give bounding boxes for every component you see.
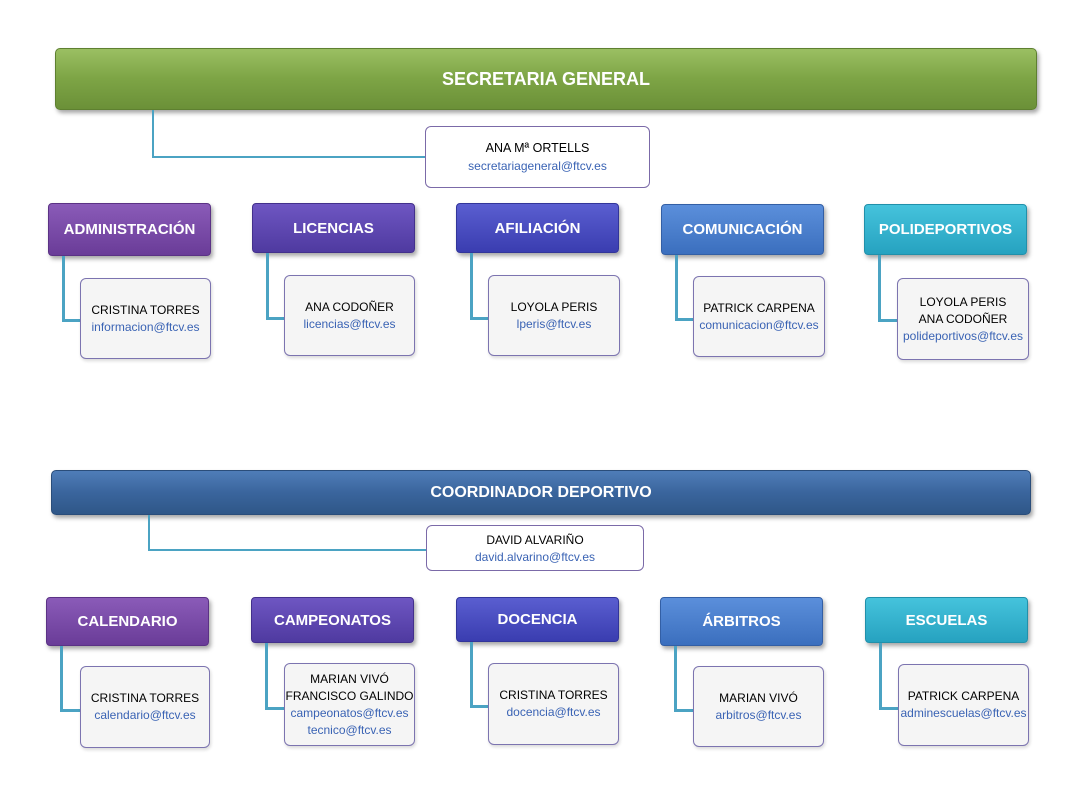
- person-name: MARIAN VIVÓ: [310, 671, 389, 686]
- person-card-escuelas: PATRICK CARPENA adminescuelas@ftcv.es: [898, 664, 1029, 746]
- connector: [470, 253, 493, 320]
- dept-comunicacion: COMUNICACIÓN: [661, 204, 824, 255]
- connector: [674, 646, 698, 712]
- secretaria-head-card: ANA Mª ORTELLS secretariageneral@ftcv.es: [425, 126, 650, 188]
- head-name: ANA Mª ORTELLS: [485, 141, 590, 155]
- coordinador-deportivo-banner: COORDINADOR DEPORTIVO: [51, 470, 1031, 515]
- person-email[interactable]: lperis@ftcv.es: [516, 316, 592, 331]
- dept-polideportivos: POLIDEPORTIVOS: [864, 204, 1027, 255]
- person-name: PATRICK CARPENA: [907, 689, 1020, 703]
- connector: [879, 643, 903, 710]
- dept-label: AFILIACIÓN: [494, 219, 581, 237]
- coordinador-deportivo-title: COORDINADOR DEPORTIVO: [430, 483, 652, 501]
- person-name: PATRICK CARPENA: [703, 300, 815, 315]
- head-name: DAVID ALVARIÑO: [486, 532, 584, 547]
- connector: [266, 253, 289, 320]
- person-email[interactable]: comunicacion@ftcv.es: [699, 317, 819, 332]
- person-name: CRISTINA TORRES: [90, 691, 200, 705]
- secretaria-general-title: SECRETARIA GENERAL: [441, 68, 650, 89]
- dept-arbitros: ÁRBITROS: [660, 597, 823, 646]
- dept-label: ÁRBITROS: [702, 613, 781, 630]
- head-email[interactable]: david.alvarino@ftcv.es: [474, 549, 595, 564]
- dept-label: CALENDARIO: [77, 613, 178, 630]
- dept-label: ADMINISTRACIÓN: [63, 221, 196, 238]
- dept-administracion: ADMINISTRACIÓN: [48, 203, 211, 256]
- connector: [265, 643, 290, 710]
- dept-label: COMUNICACIÓN: [682, 221, 803, 238]
- coordinador-head-card: DAVID ALVARIÑO david.alvarino@ftcv.es: [426, 525, 644, 571]
- person-email[interactable]: adminescuelas@ftcv.es: [900, 706, 1027, 720]
- person-email[interactable]: polideportivos@ftcv.es: [902, 328, 1023, 343]
- secretaria-general-banner: SECRETARIA GENERAL: [55, 48, 1037, 110]
- connector: [470, 642, 493, 708]
- person-name: MARIAN VIVÓ: [719, 690, 798, 705]
- person-email[interactable]: arbitros@ftcv.es: [715, 707, 802, 722]
- person-name: CRISTINA TORRES: [91, 302, 200, 317]
- dept-label: POLIDEPORTIVOS: [878, 221, 1013, 238]
- head-email[interactable]: secretariageneral@ftcv.es: [468, 159, 607, 173]
- dept-label: LICENCIAS: [293, 219, 374, 237]
- person-card-licencias: ANA CODOÑER licencias@ftcv.es: [284, 275, 415, 356]
- dept-label: DOCENCIA: [497, 611, 578, 628]
- person-name: LOYOLA PERIS: [919, 294, 1007, 309]
- person-card-polideportivos: LOYOLA PERIS ANA CODOÑER polideportivos@…: [897, 278, 1029, 360]
- person-card-docencia: CRISTINA TORRES docencia@ftcv.es: [488, 663, 619, 745]
- person-name: FRANCISCO GALINDO: [285, 688, 414, 703]
- connector: [675, 255, 698, 321]
- connector: [878, 255, 901, 322]
- person-card-campeonatos: MARIAN VIVÓ FRANCISCO GALINDO campeonato…: [284, 663, 415, 746]
- dept-afiliacion: AFILIACIÓN: [456, 203, 619, 253]
- dept-docencia: DOCENCIA: [456, 597, 619, 642]
- person-name: CRISTINA TORRES: [499, 688, 608, 702]
- connector: [62, 256, 85, 322]
- dept-label: ESCUELAS: [905, 611, 988, 629]
- person-card-calendario: CRISTINA TORRES calendario@ftcv.es: [80, 666, 210, 748]
- person-card-comunicacion: PATRICK CARPENA comunicacion@ftcv.es: [693, 276, 825, 357]
- person-email[interactable]: tecnico@ftcv.es: [307, 722, 392, 737]
- person-card-arbitros: MARIAN VIVÓ arbitros@ftcv.es: [693, 666, 824, 747]
- person-card-afiliacion: LOYOLA PERIS lperis@ftcv.es: [488, 275, 620, 356]
- dept-label: CAMPEONATOS: [274, 611, 391, 629]
- person-email[interactable]: calendario@ftcv.es: [94, 708, 196, 722]
- person-email[interactable]: licencias@ftcv.es: [303, 316, 396, 331]
- dept-campeonatos: CAMPEONATOS: [251, 597, 414, 643]
- connector-coordinador-head: [148, 515, 429, 551]
- person-email[interactable]: informacion@ftcv.es: [91, 319, 200, 334]
- dept-calendario: CALENDARIO: [46, 597, 209, 646]
- person-email[interactable]: docencia@ftcv.es: [506, 705, 601, 719]
- person-name: ANA CODOÑER: [918, 311, 1008, 326]
- person-email[interactable]: campeonatos@ftcv.es: [290, 705, 409, 720]
- connector: [60, 646, 85, 712]
- dept-escuelas: ESCUELAS: [865, 597, 1028, 643]
- person-card-administracion: CRISTINA TORRES informacion@ftcv.es: [80, 278, 211, 359]
- person-name: LOYOLA PERIS: [510, 299, 598, 314]
- dept-licencias: LICENCIAS: [252, 203, 415, 253]
- connector-secretaria-head: [152, 110, 428, 158]
- person-name: ANA CODOÑER: [305, 299, 394, 314]
